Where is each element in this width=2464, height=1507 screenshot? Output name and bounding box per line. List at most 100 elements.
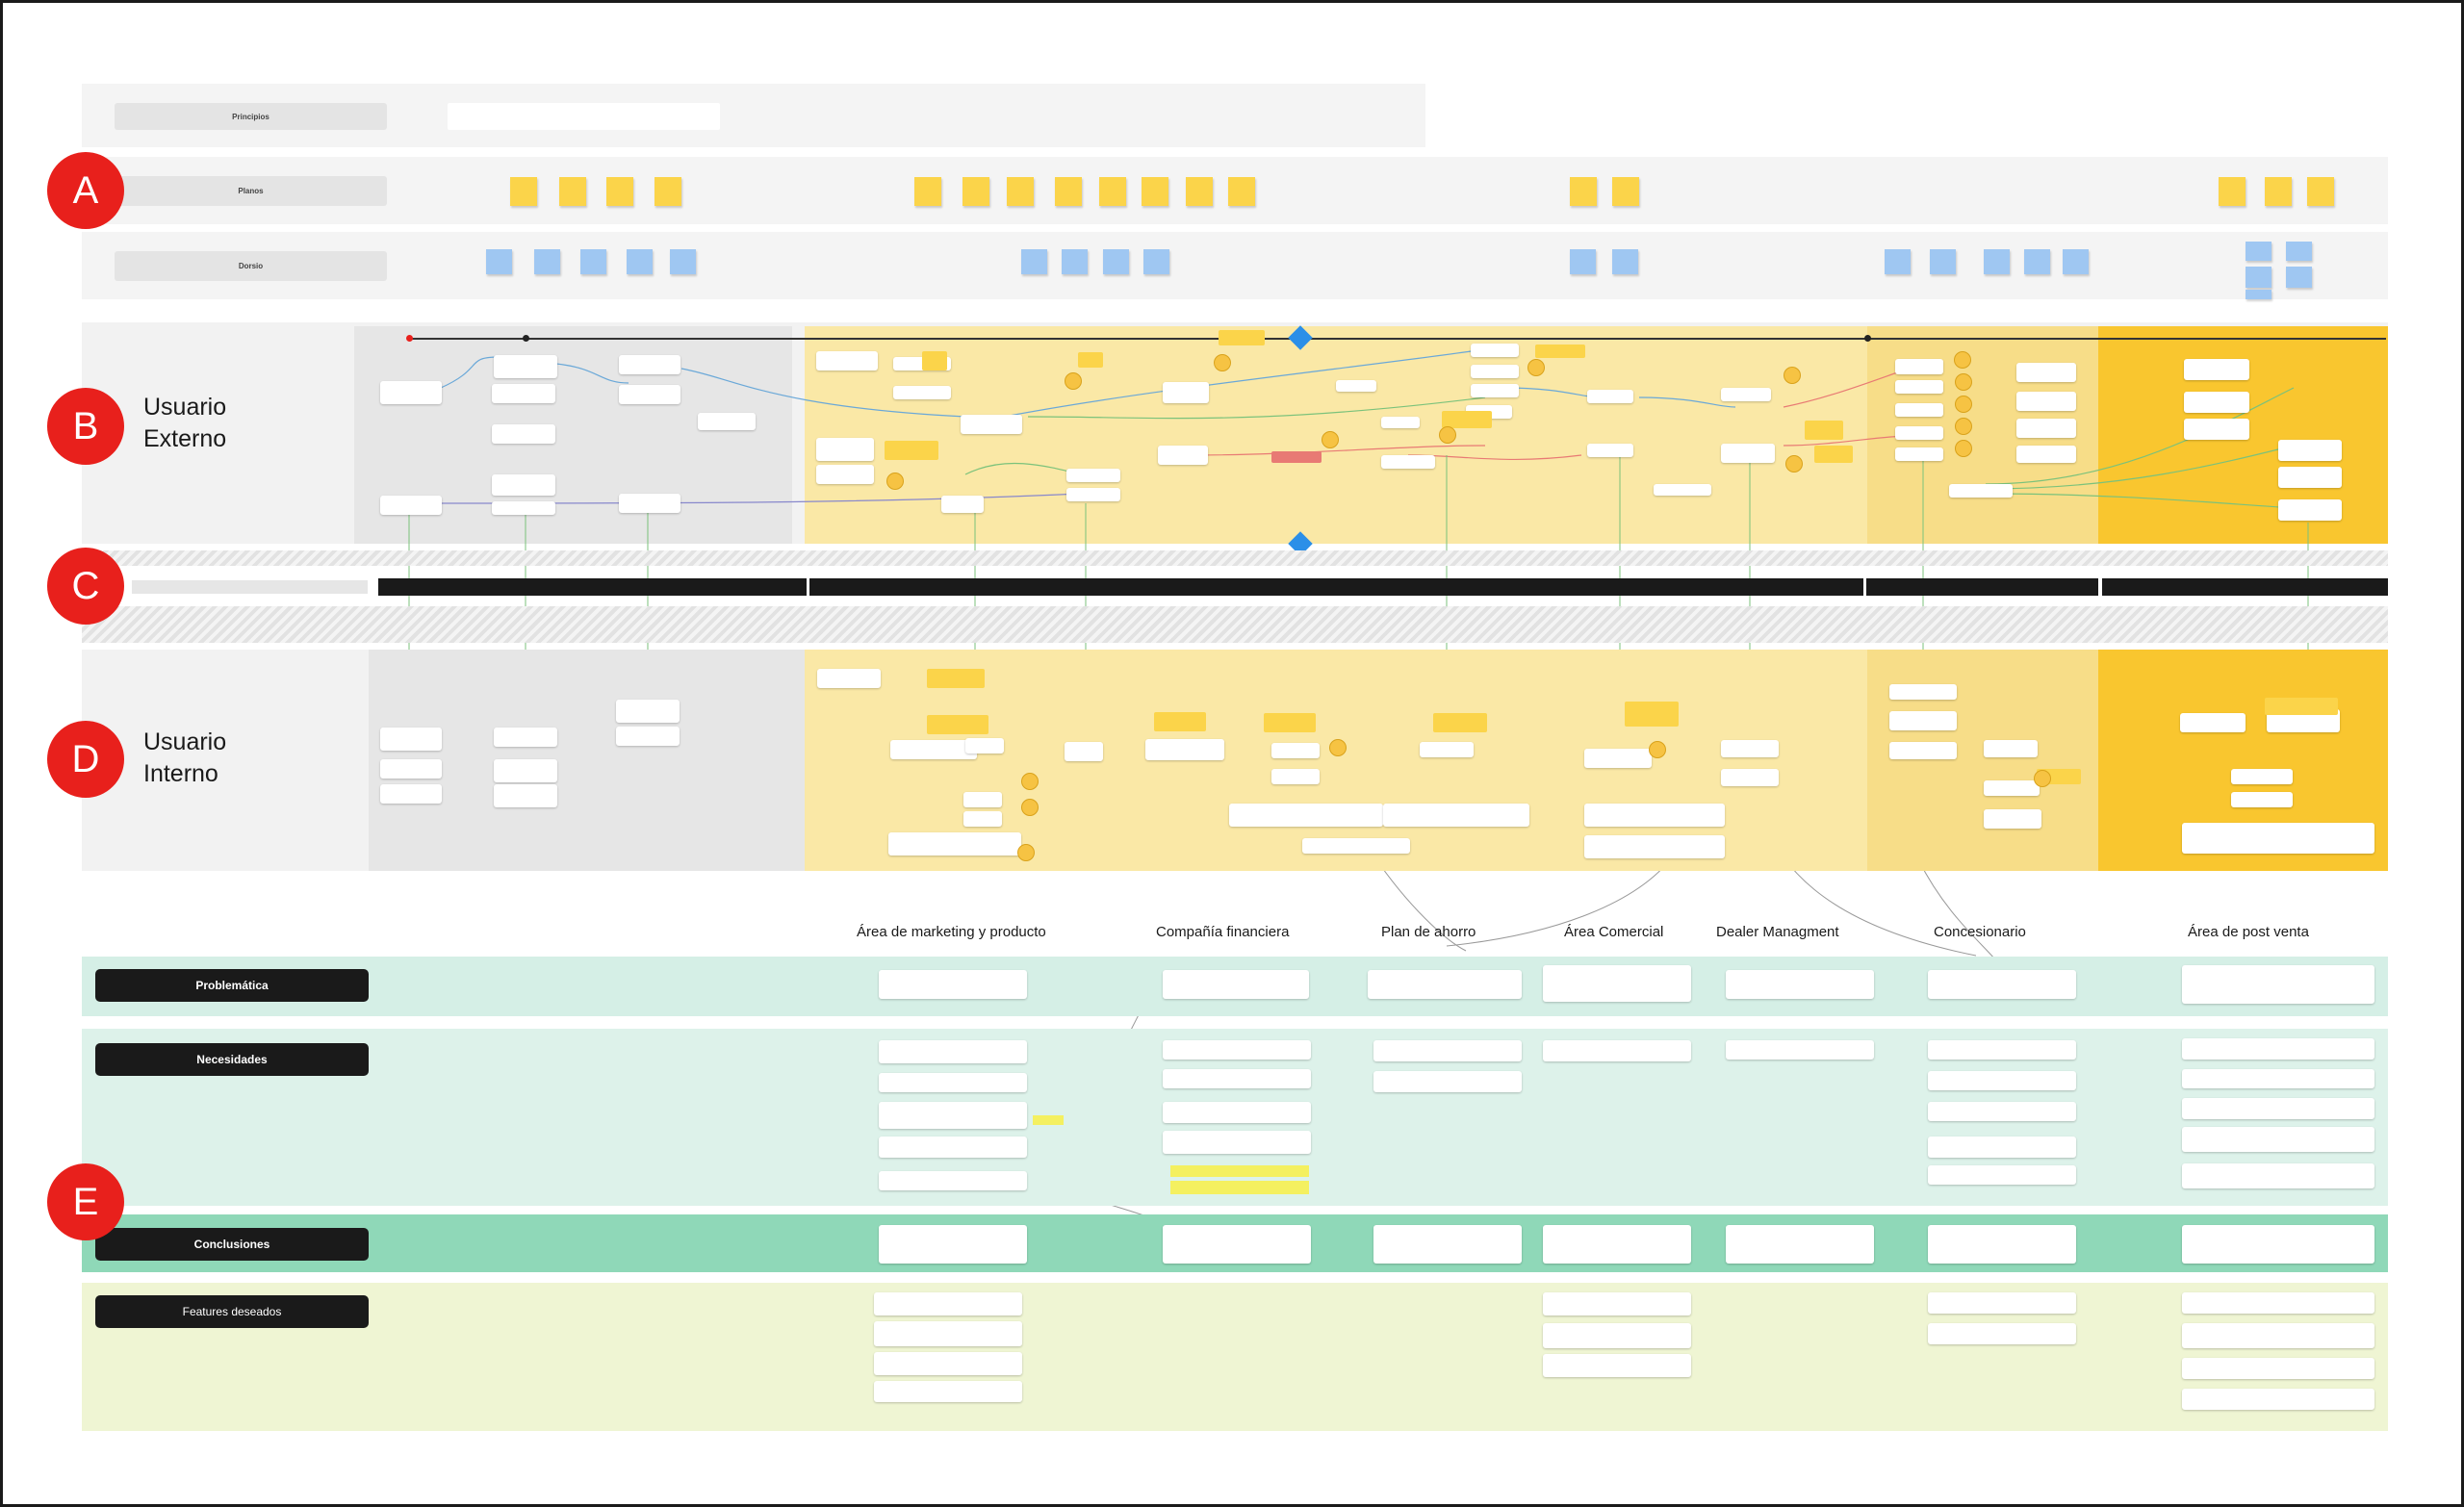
conclusion-card bbox=[2182, 1225, 2374, 1264]
sticky-note bbox=[1228, 177, 1255, 206]
sticky-note bbox=[1570, 177, 1597, 206]
principios-note-4 bbox=[2038, 103, 2374, 141]
journey-card bbox=[2278, 440, 2342, 461]
problem-card bbox=[1928, 970, 2076, 999]
sticky-note bbox=[2219, 177, 2246, 206]
story-card bbox=[1143, 249, 1169, 274]
phase-bar-3 bbox=[1866, 578, 2098, 596]
journey-card bbox=[492, 384, 555, 403]
actor-interno-line1: Usuario bbox=[143, 728, 227, 755]
story-card bbox=[1570, 249, 1596, 274]
story-card bbox=[627, 249, 653, 274]
reaction-emoji bbox=[1954, 351, 1971, 369]
journey-card bbox=[1587, 444, 1633, 457]
journey-card bbox=[1471, 384, 1519, 397]
feature-card bbox=[2182, 1389, 2374, 1410]
internal-card bbox=[1065, 742, 1103, 761]
journey-card bbox=[1471, 365, 1519, 378]
journey-card bbox=[1895, 380, 1943, 394]
journey-card bbox=[1949, 484, 2013, 498]
need-card bbox=[1163, 1069, 1311, 1088]
actor-interno-label: Usuario Interno bbox=[143, 727, 226, 790]
internal-card bbox=[1145, 739, 1224, 760]
internal-card bbox=[494, 728, 557, 747]
journey-card bbox=[2184, 419, 2249, 440]
journey-highlight bbox=[1535, 345, 1585, 358]
internal-card bbox=[1984, 809, 2041, 829]
reaction-emoji bbox=[2034, 770, 2051, 787]
area-marketing: Área de marketing y producto bbox=[857, 924, 1046, 940]
story-card bbox=[2063, 249, 2089, 274]
internal-card bbox=[1984, 780, 2040, 796]
reaction-emoji bbox=[1329, 739, 1347, 756]
problem-card bbox=[1163, 970, 1309, 999]
badge-a: A bbox=[47, 152, 124, 229]
reaction-emoji bbox=[1955, 373, 1972, 391]
conclusiones-label: Conclusiones bbox=[95, 1228, 369, 1261]
journey-highlight bbox=[1814, 446, 1853, 463]
actor-externo-line2: Externo bbox=[143, 425, 227, 452]
sticky-note bbox=[1612, 177, 1639, 206]
internal-highlight bbox=[1264, 713, 1316, 732]
story-card bbox=[486, 249, 512, 274]
principios-note-1 bbox=[448, 103, 720, 130]
journey-card bbox=[1066, 469, 1120, 482]
story-card bbox=[1930, 249, 1956, 274]
journey-card bbox=[2016, 419, 2076, 438]
story-card bbox=[534, 249, 560, 274]
sticky-note bbox=[654, 177, 681, 206]
actor-externo-line1: Usuario bbox=[143, 394, 227, 421]
story-card bbox=[2246, 290, 2272, 299]
journey-card bbox=[816, 438, 874, 461]
reaction-emoji bbox=[1784, 367, 1801, 384]
internal-card bbox=[1420, 742, 1474, 757]
journey-card bbox=[1895, 359, 1943, 374]
journey-card bbox=[893, 386, 951, 399]
internal-highlight bbox=[2265, 698, 2338, 715]
journey-card bbox=[1654, 484, 1711, 496]
sticky-note bbox=[1099, 177, 1126, 206]
story-card bbox=[1021, 249, 1047, 274]
sticky-note bbox=[2265, 177, 2292, 206]
necesidades-label: Necesidades bbox=[95, 1043, 369, 1076]
internal-card bbox=[1584, 749, 1652, 768]
need-card bbox=[1726, 1040, 1874, 1060]
need-highlight bbox=[1170, 1165, 1309, 1177]
conclusion-card bbox=[1726, 1225, 1874, 1264]
internal-card bbox=[817, 669, 881, 688]
need-card bbox=[879, 1137, 1027, 1158]
journey-card bbox=[1158, 446, 1208, 465]
reaction-emoji bbox=[1021, 773, 1039, 790]
reaction-emoji bbox=[1955, 418, 1972, 435]
internal-card bbox=[380, 759, 442, 779]
journey-card bbox=[492, 424, 555, 444]
internal-card bbox=[1271, 769, 1320, 784]
journey-card bbox=[1163, 382, 1209, 403]
sticky-note bbox=[1007, 177, 1034, 206]
principios-label: Principios bbox=[115, 103, 387, 130]
journey-card bbox=[961, 415, 1022, 434]
journey-card bbox=[1381, 417, 1420, 428]
journey-card bbox=[2278, 467, 2342, 488]
problem-card bbox=[1543, 965, 1691, 1002]
internal-highlight bbox=[1433, 713, 1487, 732]
internal-card bbox=[1302, 838, 1410, 854]
reaction-emoji bbox=[1021, 799, 1039, 816]
feature-card bbox=[1543, 1323, 1691, 1348]
journey-card bbox=[2016, 446, 2076, 463]
feature-card bbox=[2182, 1358, 2374, 1379]
feature-card bbox=[874, 1381, 1022, 1402]
internal-card bbox=[494, 759, 557, 782]
badge-e: E bbox=[47, 1163, 124, 1240]
need-card bbox=[1928, 1137, 2076, 1158]
journey-card bbox=[1471, 344, 1519, 357]
internal-card bbox=[616, 727, 680, 746]
story-card bbox=[580, 249, 606, 274]
need-card bbox=[1163, 1040, 1311, 1060]
sticky-note bbox=[559, 177, 586, 206]
need-card bbox=[1928, 1040, 2076, 1060]
journey-highlight bbox=[1219, 330, 1265, 345]
journey-card bbox=[2016, 363, 2076, 382]
phase-bar-2 bbox=[809, 578, 1863, 596]
internal-card bbox=[1984, 740, 2038, 757]
